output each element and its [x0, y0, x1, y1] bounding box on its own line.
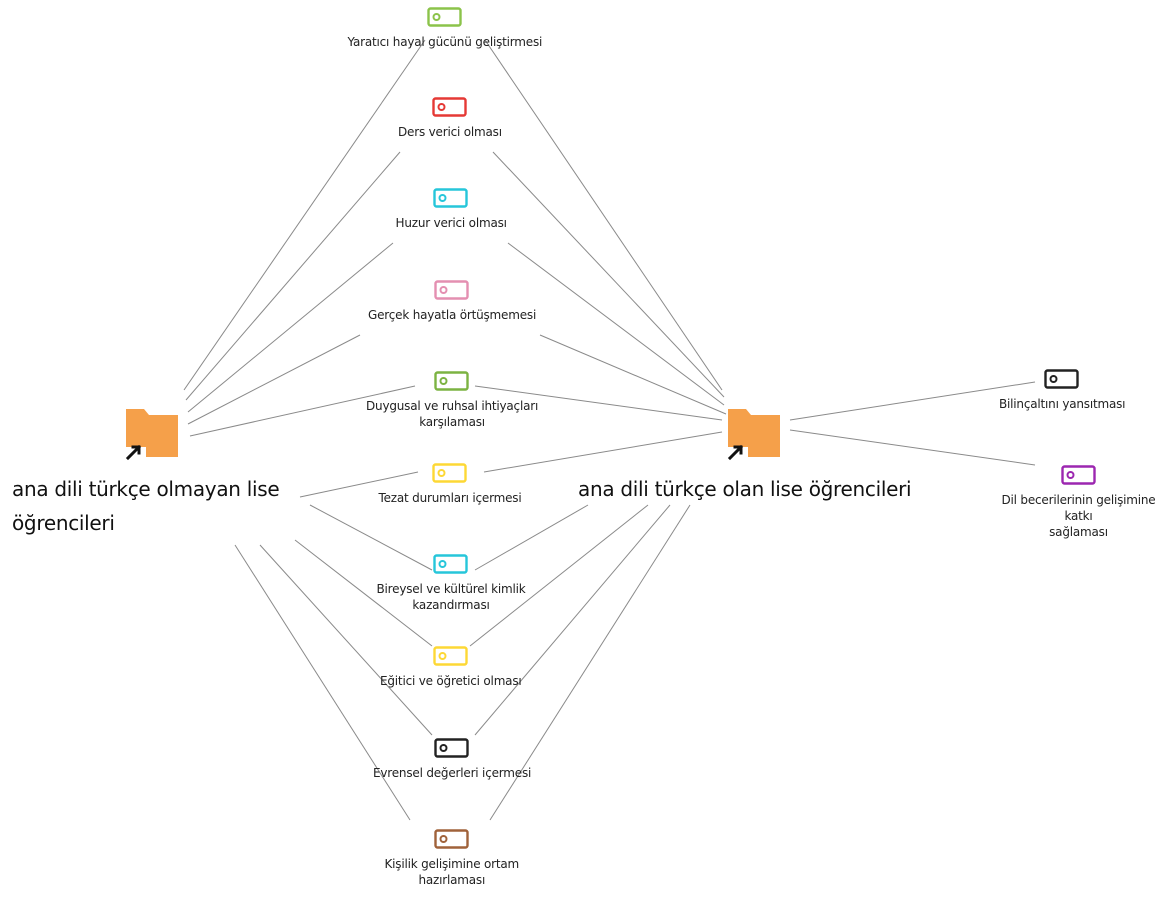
code-node[interactable]: Evrensel değerleri içermesi	[373, 737, 531, 781]
code-label: Evrensel değerleri içermesi	[373, 766, 532, 780]
code-node[interactable]: Bireysel ve kültürel kimlik kazandırması	[377, 553, 526, 613]
code-tag-icon	[433, 554, 468, 574]
code-label: Yaratıcı hayal gücünü geliştirmesi	[347, 35, 543, 49]
code-node[interactable]: Huzur verici olması	[396, 187, 507, 231]
edge-right	[507, 242, 725, 406]
code-node[interactable]: Duygusal ve ruhsal ihtiyaçları karşılama…	[366, 370, 538, 430]
edge-right	[484, 39, 723, 391]
code-node[interactable]: Dil becerilerinin gelişimine katkı sağla…	[999, 464, 1158, 540]
code-tag-icon	[1044, 369, 1079, 389]
code-label: Duygusal ve ruhsal ihtiyaçları karşılama…	[366, 399, 539, 429]
group-label-left-line2: öğrencileri	[12, 511, 115, 535]
edge-right	[474, 385, 723, 421]
edge-left	[294, 539, 433, 647]
edge-left	[189, 385, 416, 437]
code-label: Gerçek hayatla örtüşmemesi	[368, 308, 537, 322]
code-tag-icon	[434, 829, 469, 849]
edge-right	[483, 431, 723, 473]
edge-left	[234, 544, 411, 821]
code-tag-icon	[432, 463, 467, 483]
code-label: Tezat durumları içermesi	[378, 491, 522, 505]
code-tag-icon	[434, 738, 469, 758]
edge-left	[187, 334, 361, 425]
edge-right	[539, 334, 727, 415]
code-tag-icon	[434, 371, 469, 391]
edge-right	[492, 151, 725, 398]
code-label: Eğitici ve öğretici olması	[380, 674, 522, 688]
code-node[interactable]: Tezat durumları içermesi	[379, 462, 522, 506]
code-node[interactable]: Yaratıcı hayal gücünü geliştirmesi	[347, 6, 543, 50]
folder-shortcut-icon	[726, 409, 780, 461]
edge-left	[183, 39, 426, 391]
group-label-right: ana dili türkçe olan lise öğrencileri	[578, 477, 912, 501]
code-node[interactable]: Bilinçaltını yansıtması	[999, 368, 1126, 412]
code-label: Huzur verici olması	[395, 216, 507, 230]
folder-shortcut-icon	[124, 409, 178, 461]
document-group-right[interactable]	[726, 403, 782, 465]
code-node[interactable]: Eğitici ve öğretici olması	[380, 645, 522, 689]
code-label: Bilinçaltını yansıtması	[999, 397, 1126, 411]
code-tag-icon	[433, 188, 468, 208]
edge-left	[299, 471, 419, 498]
edge-right	[474, 504, 589, 571]
code-node[interactable]: Kişilik gelişimine ortam hazırlaması	[384, 828, 520, 888]
edge-right	[789, 381, 1036, 421]
code-tag-icon	[432, 97, 467, 117]
edge-left	[185, 151, 401, 401]
group-label-left: ana dili türkçe olmayan lise öğrencileri	[12, 472, 280, 540]
code-label: Bireysel ve kültürel kimlik kazandırması	[376, 582, 526, 612]
edge-left	[187, 242, 394, 413]
code-label: Ders verici olması	[398, 125, 502, 139]
code-tag-icon	[433, 646, 468, 666]
code-label: Kişilik gelişimine ortam hazırlaması	[384, 857, 520, 887]
code-tag-icon	[434, 280, 469, 300]
code-tag-icon	[1060, 465, 1096, 485]
code-tag-icon	[427, 7, 462, 27]
group-label-left-line1: ana dili türkçe olmayan lise	[12, 477, 280, 501]
edge-left	[259, 544, 433, 736]
edge-left	[309, 504, 433, 571]
edge-right	[489, 504, 691, 821]
edge-right	[789, 429, 1036, 466]
edge-right	[474, 504, 671, 736]
code-node[interactable]: Ders verici olması	[398, 96, 502, 140]
edge-right	[469, 504, 649, 647]
code-label: Dil becerilerinin gelişimine katkı sağla…	[1001, 493, 1156, 539]
document-group-left[interactable]	[124, 403, 180, 465]
code-node[interactable]: Gerçek hayatla örtüşmemesi	[368, 279, 536, 323]
